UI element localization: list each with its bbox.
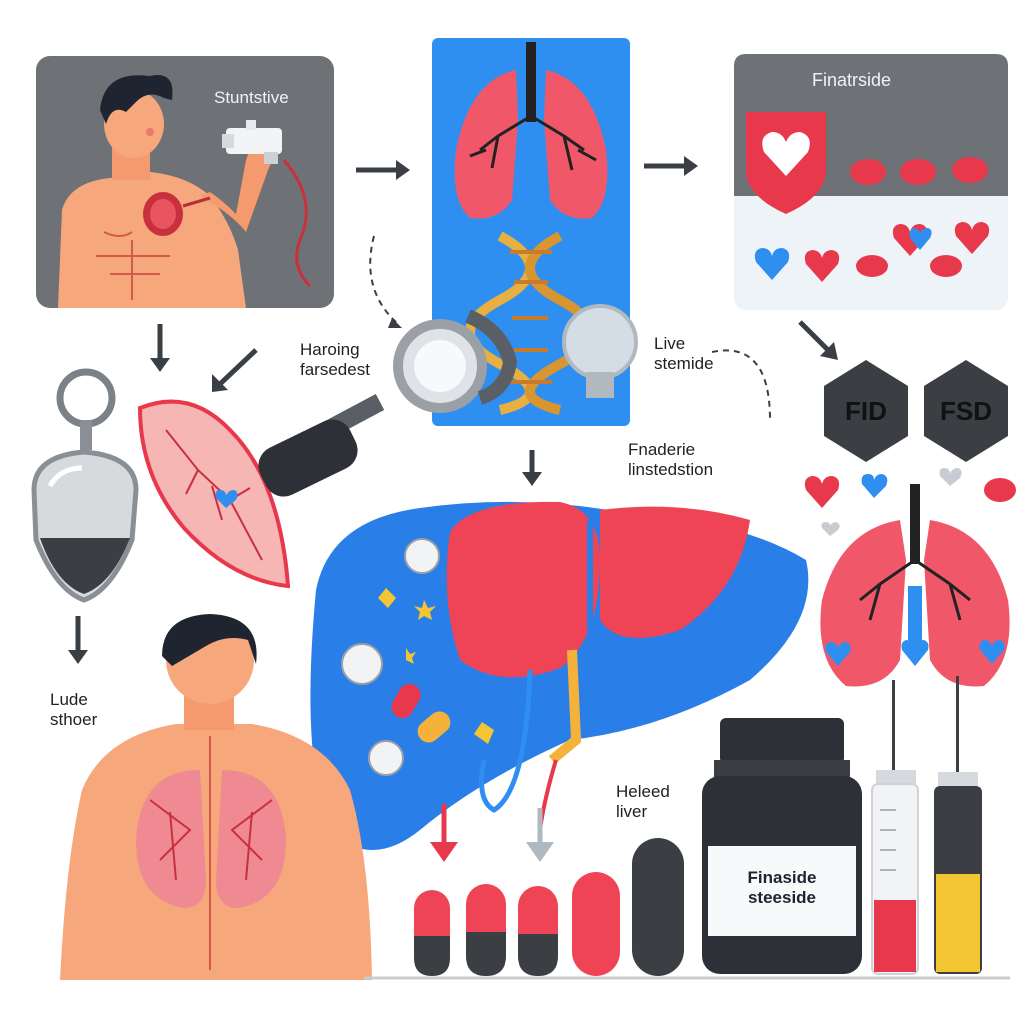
arrow-down-icon xyxy=(150,324,170,372)
arrow-down-icon xyxy=(522,450,542,486)
capsule-icon xyxy=(391,683,451,743)
arrow-down-icon xyxy=(68,616,88,664)
capsule-icon xyxy=(414,890,450,976)
capsule-row xyxy=(414,838,684,976)
arrow-right-icon xyxy=(644,156,698,176)
heart-icon xyxy=(143,192,183,236)
svg-text:FSD: FSD xyxy=(940,396,992,426)
inhaler-icon xyxy=(222,120,282,164)
medicine-bottle xyxy=(702,718,862,974)
lungs-icon xyxy=(136,770,286,908)
keychain-tag-icon xyxy=(31,368,139,603)
hexagon-badge-fsd: FSD xyxy=(924,360,1008,462)
bottle-label: Finaside steeside xyxy=(747,868,817,907)
arrow-diagonal-icon xyxy=(212,348,258,392)
tissue-icon xyxy=(137,399,291,589)
panel-pills-title: Finatrside xyxy=(812,70,892,90)
arrow-down-icon xyxy=(526,808,554,862)
svg-text:FID: FID xyxy=(845,396,887,426)
syringe-icon xyxy=(871,680,919,975)
arrow-diagonal-icon xyxy=(798,320,838,360)
lude-label: Lude sthoer xyxy=(50,690,98,729)
haroing-label: Haroing farsedest xyxy=(300,340,370,379)
syringe-icon xyxy=(934,676,982,974)
liver-illustration xyxy=(310,501,809,850)
arrow-down-icon xyxy=(430,804,458,862)
capsule-icon xyxy=(518,886,558,976)
magnifier-icon xyxy=(258,304,638,497)
capsule-icon xyxy=(466,884,506,976)
capsule-icon xyxy=(572,872,620,976)
liver-label: Heleed liver xyxy=(616,782,670,821)
lungs-icon xyxy=(454,42,608,219)
fnaderie-label: Fnaderie linstedstion xyxy=(628,440,714,479)
live-label: Live stemide xyxy=(654,334,714,373)
capsule-icon xyxy=(632,838,684,976)
panel-man-inhaler xyxy=(36,56,334,308)
tablet-icon xyxy=(341,538,440,776)
arrow-right-icon xyxy=(356,160,410,180)
man-back xyxy=(60,614,372,980)
hexagon-badge-fid: FID xyxy=(824,360,908,462)
panel-man-label: Stuntstive xyxy=(214,88,289,107)
panel-pills xyxy=(734,54,1008,310)
lungs-icon xyxy=(820,484,1010,687)
heart-shield-icon xyxy=(746,112,826,214)
